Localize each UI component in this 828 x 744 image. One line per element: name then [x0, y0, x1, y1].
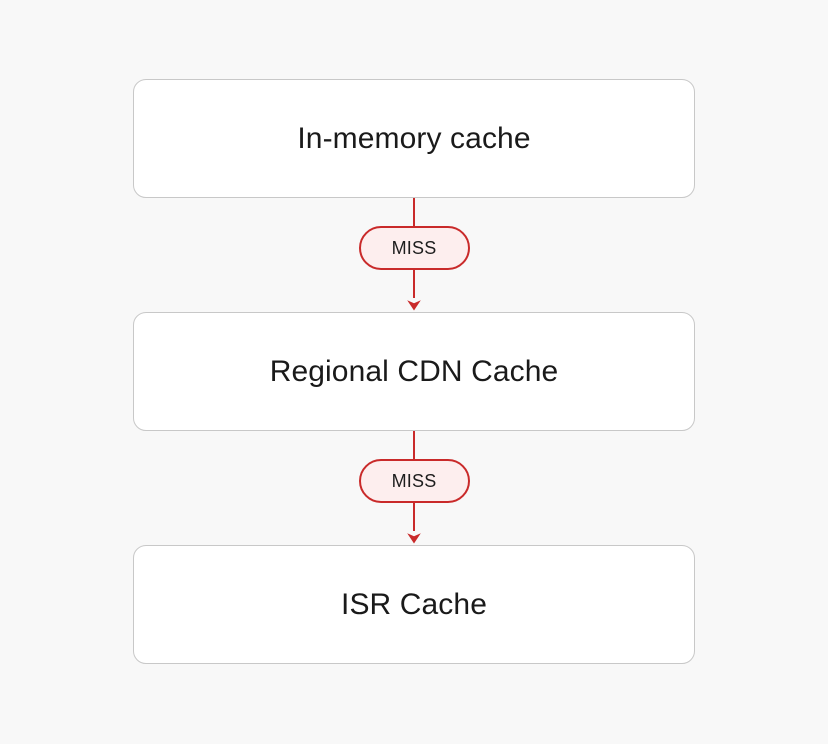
- edge-line-segment: [413, 503, 415, 531]
- node-in-memory-cache[interactable]: In-memory cache: [133, 79, 695, 198]
- arrow-down-icon: [406, 297, 422, 311]
- edge-badge-miss[interactable]: MISS: [358, 459, 470, 503]
- edge-regional-cdn-cache-to-isr-cache: MISS: [133, 431, 695, 545]
- node-label: In-memory cache: [297, 121, 531, 155]
- node-isr-cache[interactable]: ISR Cache: [133, 545, 695, 664]
- arrow-down-icon: [406, 530, 422, 544]
- edge-badge-miss[interactable]: MISS: [358, 226, 470, 270]
- edge-badge-label: MISS: [391, 238, 437, 258]
- edge-badge-label: MISS: [391, 471, 437, 491]
- edge-in-memory-cache-to-regional-cdn-cache: MISS: [133, 198, 695, 312]
- edge-line-segment: [413, 198, 415, 226]
- edge-line-segment: [413, 270, 415, 298]
- node-label: ISR Cache: [341, 587, 487, 621]
- edge-line-segment: [413, 431, 415, 459]
- node-regional-cdn-cache[interactable]: Regional CDN Cache: [133, 312, 695, 431]
- flow-stack: In-memory cache MISS Regional CDN Cache …: [133, 79, 695, 664]
- node-label: Regional CDN Cache: [269, 354, 559, 388]
